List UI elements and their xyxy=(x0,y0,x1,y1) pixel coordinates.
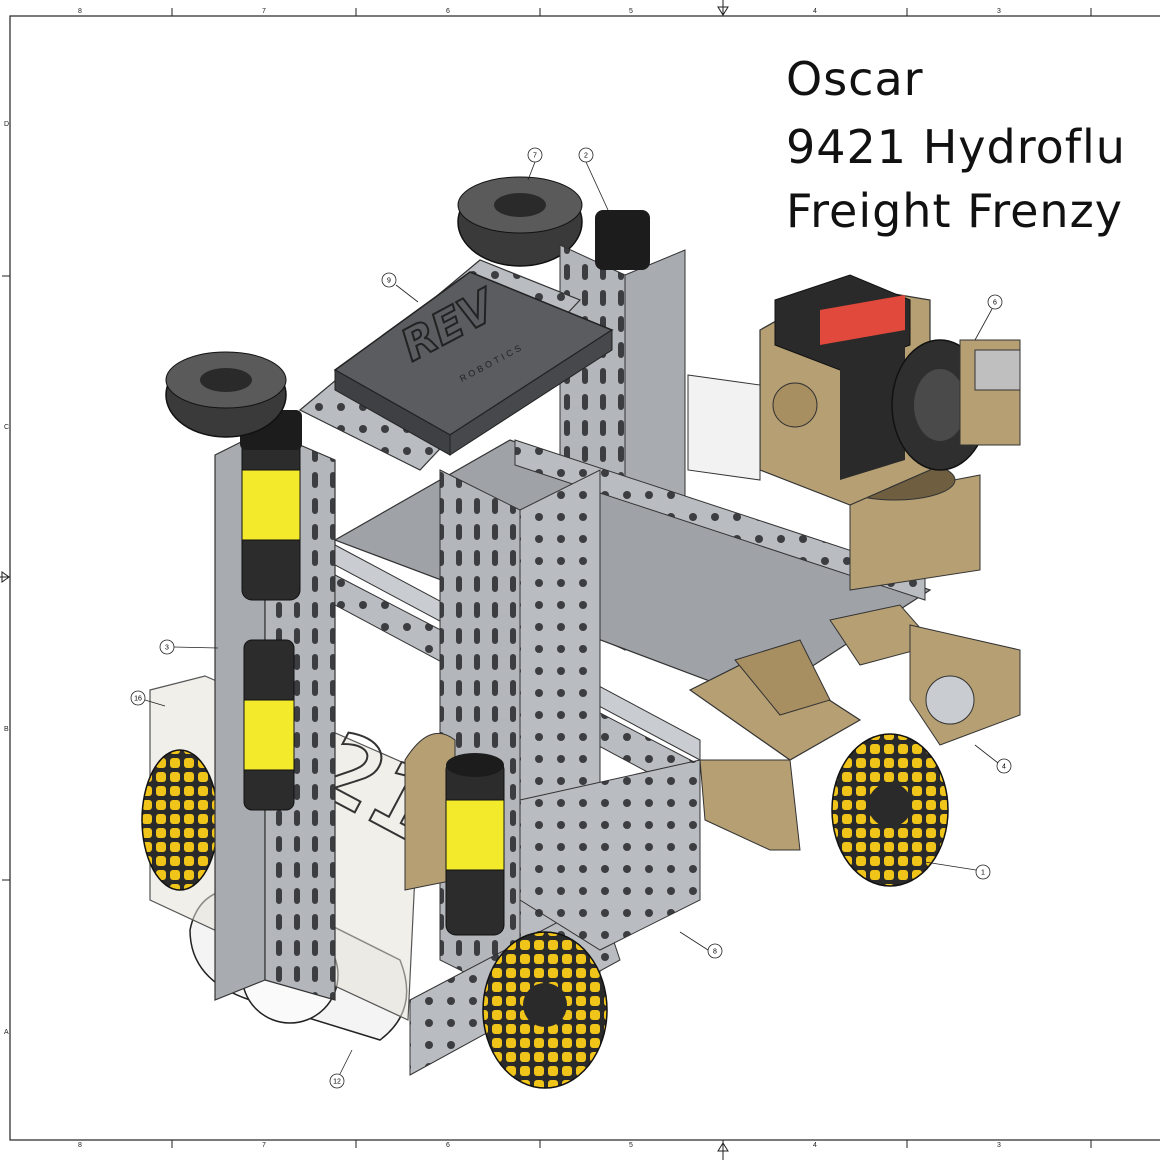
rear-panel xyxy=(687,374,761,481)
zone-row-a: A xyxy=(4,1029,9,1036)
drive-motor-front xyxy=(445,753,505,936)
callout-balloons: 7 2 9 6 3 16 4 xyxy=(130,147,1012,1089)
zone-col-7-top: 7 xyxy=(262,8,266,15)
center-mark-left xyxy=(0,571,10,583)
team-name: 9421 Hydroflu xyxy=(786,120,1126,174)
zone-col-6-bottom: 6 xyxy=(446,1142,450,1149)
servo-wrist xyxy=(688,604,1021,851)
balloon-6: 6 xyxy=(974,294,1003,341)
svg-text:7: 7 xyxy=(533,153,537,160)
svg-text:16: 16 xyxy=(134,696,142,703)
zone-row-d: D xyxy=(4,121,10,128)
zone-col-5-top: 5 xyxy=(629,8,633,15)
zone-row-c: C xyxy=(4,424,10,431)
zone-col-3-bottom: 3 xyxy=(997,1142,1001,1149)
balloon-8: 8 xyxy=(679,931,723,959)
zone-col-4-bottom: 4 xyxy=(813,1142,817,1149)
zone-col-4-top: 4 xyxy=(813,8,817,15)
balloon-2: 2 xyxy=(578,147,609,211)
omni-wheel-back-left xyxy=(165,351,287,438)
zone-col-5-bottom: 5 xyxy=(629,1142,633,1149)
mecanum-wheel-front-left xyxy=(482,931,608,1089)
svg-text:3: 3 xyxy=(165,645,169,652)
svg-text:12: 12 xyxy=(333,1079,341,1086)
balloon-3: 3 xyxy=(159,639,219,655)
omni-wheel-back-right xyxy=(457,176,583,267)
drive-motor-left xyxy=(240,410,302,811)
balloon-4: 4 xyxy=(974,744,1012,774)
svg-text:1: 1 xyxy=(981,870,985,877)
center-mark-top xyxy=(717,0,729,16)
balloon-12: 12 xyxy=(329,1049,353,1089)
zone-col-8-bottom: 8 xyxy=(78,1142,82,1149)
robot-assembly: 9421 xyxy=(141,176,1021,1089)
svg-text:4: 4 xyxy=(1002,764,1006,771)
zone-col-7-bottom: 7 xyxy=(262,1142,266,1149)
zone-col-6-top: 6 xyxy=(446,8,450,15)
mecanum-wheel-left xyxy=(141,749,219,891)
duck-wheel xyxy=(891,339,1021,471)
svg-text:6: 6 xyxy=(993,300,997,307)
zone-row-b: B xyxy=(4,726,9,733)
season-name: Freight Frenzy xyxy=(786,184,1123,238)
mecanum-wheel-front-right xyxy=(831,733,949,887)
duck-spinner-head xyxy=(759,274,931,506)
control-hub: REV ROBOTICS xyxy=(333,271,614,456)
zone-col-3-top: 3 xyxy=(997,8,1001,15)
svg-text:9: 9 xyxy=(387,278,391,285)
center-mark-bottom xyxy=(717,1140,729,1160)
balloon-16: 16 xyxy=(130,690,166,707)
balloon-9: 9 xyxy=(381,272,419,303)
robot-name: Oscar xyxy=(786,52,924,106)
zone-col-8-top: 8 xyxy=(78,8,82,15)
svg-text:8: 8 xyxy=(713,949,717,956)
balloon-7: 7 xyxy=(527,147,543,181)
svg-text:2: 2 xyxy=(584,153,588,160)
balloon-1: 1 xyxy=(924,861,991,880)
